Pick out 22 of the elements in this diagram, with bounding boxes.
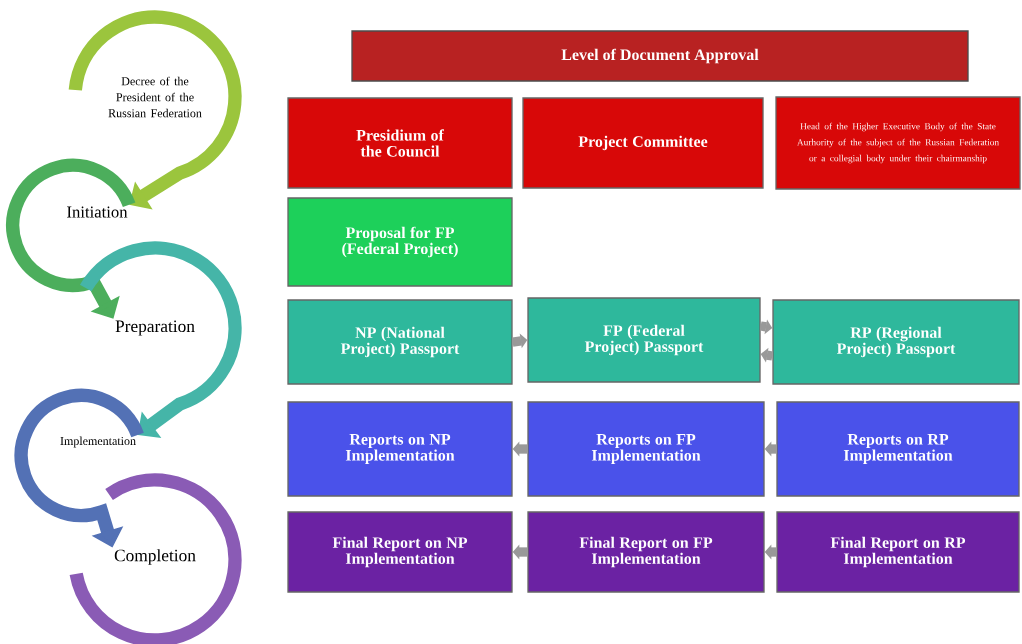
stage-label: Decree of the President of the Russian Federation bbox=[108, 76, 202, 118]
approval-box: Presidium of the Council bbox=[287, 97, 513, 189]
curved-arrow bbox=[80, 241, 242, 439]
document-box: Final Report on NP Implementation bbox=[287, 511, 513, 593]
stage-label: Preparation bbox=[115, 320, 195, 336]
document-box: Proposal for FP (Federal Project) bbox=[287, 197, 513, 287]
curved-arrow bbox=[68, 10, 242, 210]
document-box: RP (Regional Project) Passport bbox=[772, 299, 1020, 385]
document-box: Reports on FP Implementation bbox=[527, 401, 765, 497]
approval-box: Project Committee bbox=[522, 97, 764, 189]
stage-label: Initiation bbox=[67, 206, 128, 218]
document-box: Final Report on FP Implementation bbox=[527, 511, 765, 593]
curved-arrow bbox=[6, 158, 136, 319]
title-bar: Level of Document Approval bbox=[351, 30, 969, 82]
stage-label: Implementation bbox=[60, 436, 136, 448]
document-box: Final Report on RP Implementation bbox=[776, 511, 1020, 593]
document-box: NP (National Project) Passport bbox=[287, 299, 513, 385]
document-box: Reports on NP Implementation bbox=[287, 401, 513, 497]
document-box: FP (Federal Project) Passport bbox=[527, 297, 761, 383]
stage-label: Completion bbox=[114, 549, 196, 565]
approval-box: Head of the Higher Executive Body of the State Aurhority of the subject of the Russian Federation or a collegial body under their chairmanship bbox=[775, 96, 1021, 190]
document-box: Reports on RP Implementation bbox=[776, 401, 1020, 497]
